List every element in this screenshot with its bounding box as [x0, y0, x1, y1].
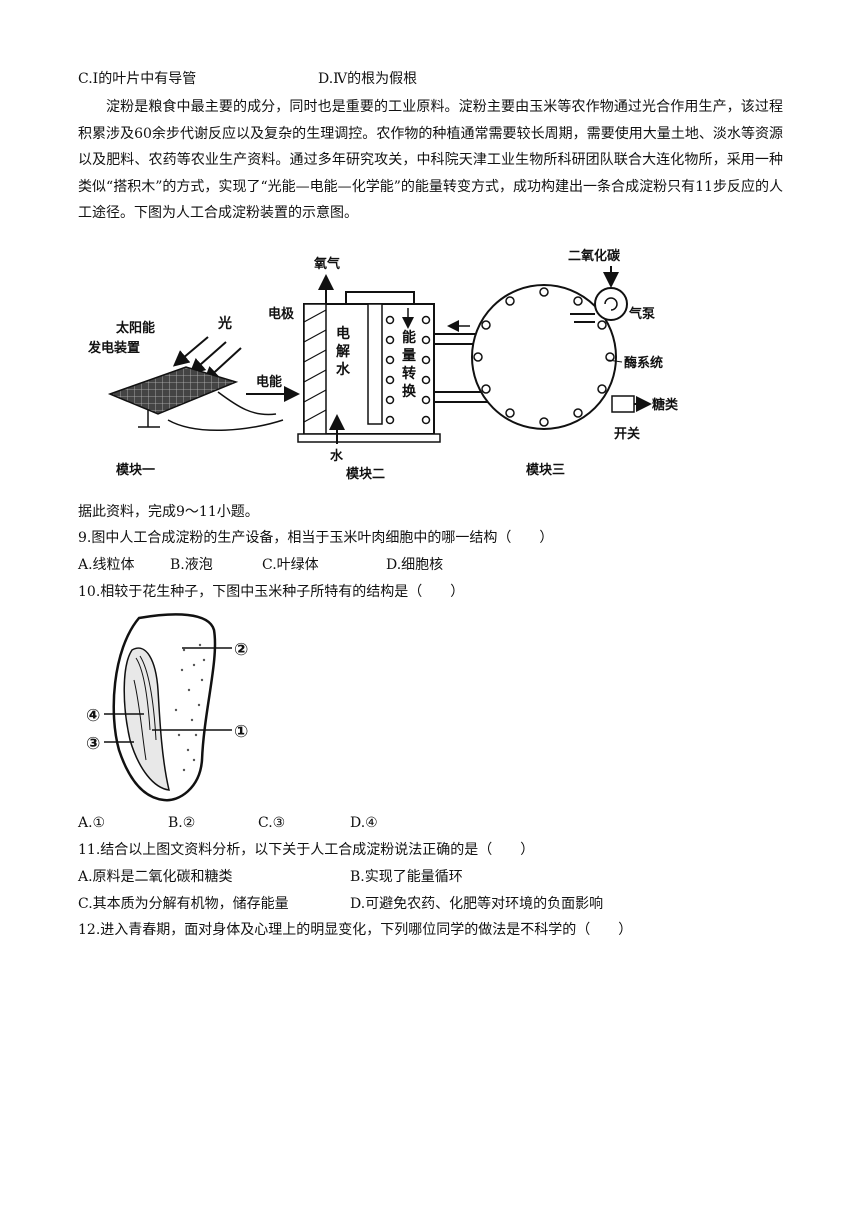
light-arrow [172, 336, 209, 367]
q8-option-d[interactable]: D.Ⅳ的根为假根 [318, 71, 418, 87]
label-2: ② [234, 640, 248, 660]
q10-option-d[interactable]: D.④ [350, 815, 378, 831]
q10-option-b[interactable]: B.② [168, 815, 196, 831]
water-label: 水 [330, 448, 344, 464]
air-pump-icon [594, 287, 628, 321]
q11-option-c[interactable]: C.其本质为分解有机物，储存能量 [78, 896, 289, 912]
label-4: ④ [86, 706, 100, 726]
oxygen-label: 氧气 [313, 256, 340, 272]
q10-option-c[interactable]: C.③ [258, 815, 286, 831]
q9-option-c[interactable]: C.叶绿体 [262, 557, 319, 573]
q9-stem: 9.图中人工合成淀粉的生产设备，相当于玉米叶肉细胞中的哪一结构（ ） [78, 530, 554, 546]
electrolysis-label: 电解水 [336, 325, 351, 378]
q9-option-d[interactable]: D.细胞核 [386, 557, 444, 573]
co2-label: 二氧化碳 [568, 248, 621, 264]
module1-label: 模块一 [116, 462, 155, 478]
solar-panel-icon [107, 366, 239, 415]
light-arrow [189, 341, 227, 375]
embryo-region [123, 647, 170, 791]
q11-option-a[interactable]: A.原料是二氧化碳和糖类 [78, 869, 233, 885]
enzyme-label: 酶系统 [624, 355, 663, 371]
sugar-label: 糖类 [652, 397, 679, 413]
q11-option-d[interactable]: D.可避免农药、化肥等对环境的负面影响 [350, 896, 604, 912]
reading-passage: 淀粉是粮食中最主要的成分，同时也是重要的工业原料。淀粉主要由玉米等农作物通过光合… [78, 99, 783, 221]
instruction-text: 据此资料，完成9～11小题。 [78, 504, 259, 520]
electrode-label: 电极 [268, 306, 295, 322]
module3-label: 模块三 [526, 462, 565, 478]
electric-energy-label: 电能 [256, 374, 282, 390]
starch-synthesis-diagram: 太阳能 发电装置 光 电能 电极 氧气 电解水 能量转换 [87, 248, 679, 482]
q10-stem: 10.相较于花生种子，下图中玉米种子所特有的结构是（ ） [78, 584, 465, 600]
q12-stem: 12.进入青春期，面对身体及心理上的明显变化，下列哪位同学的做法是不科学的（ ） [78, 922, 633, 938]
label-3: ③ [86, 734, 100, 754]
base-plate [297, 433, 441, 443]
q11-stem: 11.结合以上图文资料分析，以下关于人工合成淀粉说法正确的是（ ） [78, 842, 535, 858]
corn-seed-diagram: ② ① ④ ③ [86, 613, 248, 802]
device-label: 发电装置 [87, 340, 140, 356]
energy-conversion-label: 能量转换 [402, 329, 417, 400]
module2-label: 模块二 [346, 466, 385, 482]
electrode-plate [303, 303, 327, 435]
q9-option-b[interactable]: B.液泡 [170, 557, 213, 573]
q9-option-a[interactable]: A.线粒体 [78, 557, 135, 573]
solar-label: 太阳能 [115, 320, 155, 336]
switch-label: 开关 [614, 426, 640, 442]
light-label: 光 [217, 315, 232, 332]
pump-label: 气泵 [629, 306, 655, 322]
q11-option-b[interactable]: B.实现了能量循环 [350, 869, 463, 885]
q10-option-a[interactable]: A.① [78, 815, 106, 831]
label-1: ① [234, 722, 248, 742]
q8-option-c[interactable]: C.Ⅰ的叶片中有导管 [78, 71, 197, 87]
